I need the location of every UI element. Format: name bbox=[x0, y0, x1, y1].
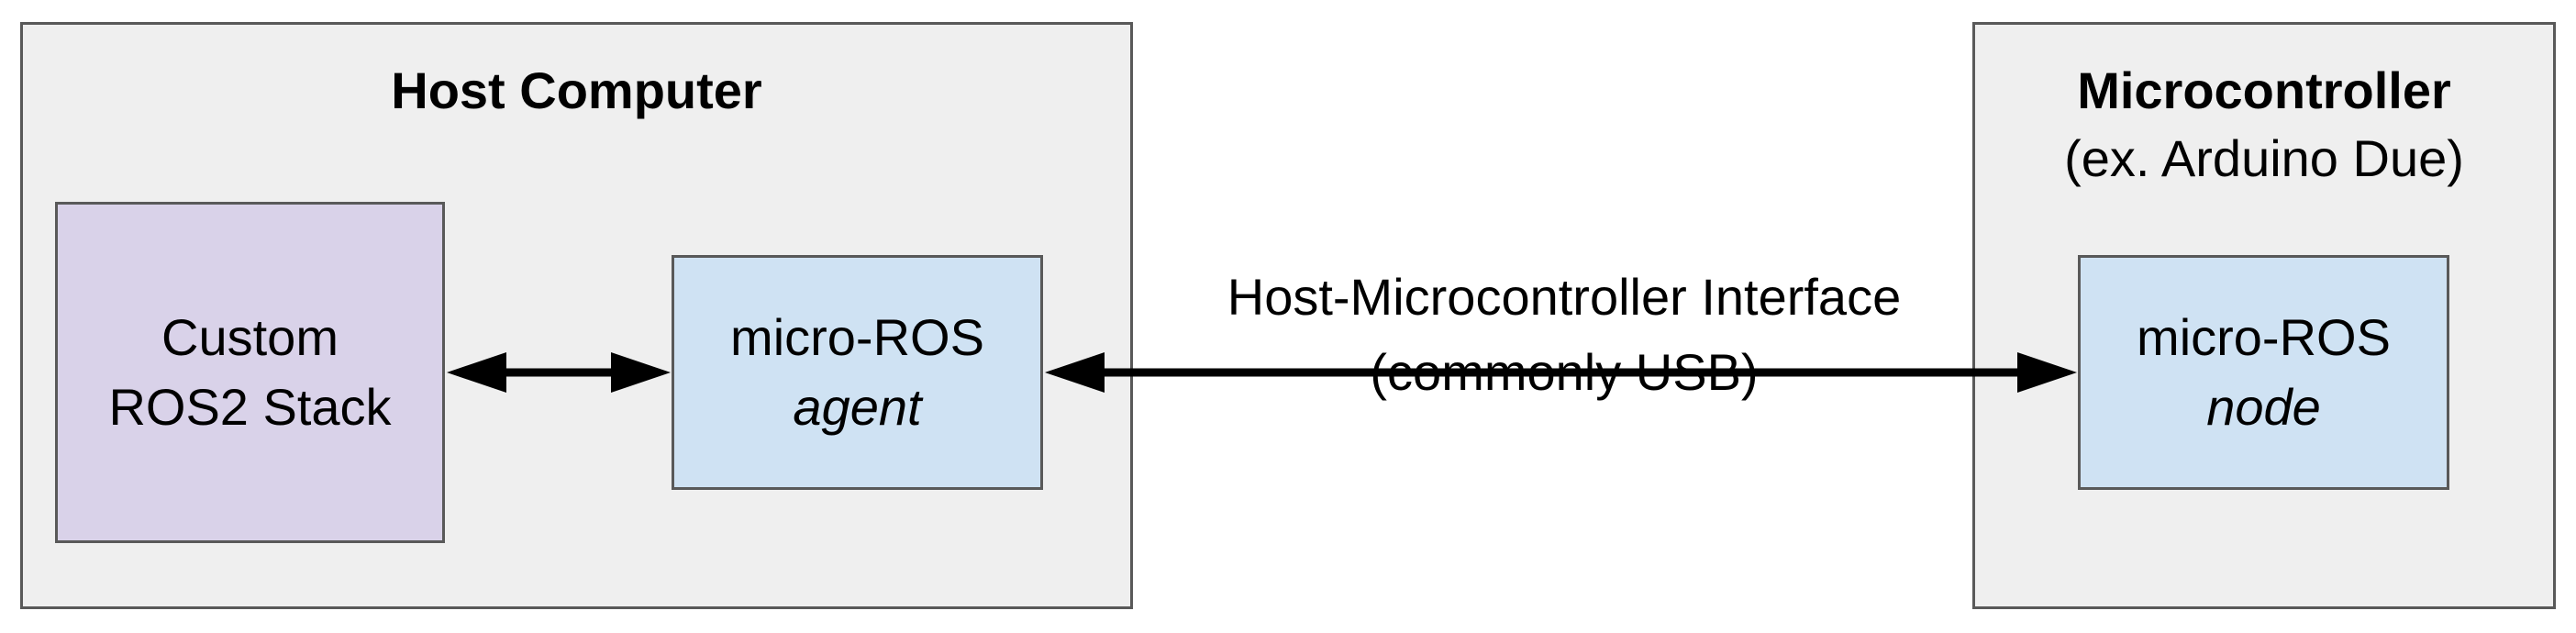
host-computer-title: Host Computer bbox=[391, 61, 762, 119]
interface-arrow bbox=[1045, 352, 2077, 393]
micro-ros-agent-box: micro-ROS agent bbox=[672, 255, 1043, 490]
microcontroller-title: Microcontroller bbox=[2077, 61, 2451, 119]
microcontroller-subtitle: (ex. Arduino Due) bbox=[2064, 129, 2464, 187]
interface-label-line1: Host-Microcontroller Interface bbox=[1227, 268, 1902, 326]
micro-ros-node-box: micro-ROS node bbox=[2078, 255, 2449, 490]
stack-agent-arrow bbox=[447, 352, 671, 393]
interface-label-line2: (commonly USB) bbox=[1370, 343, 1759, 401]
agent-label-line1: micro-ROS bbox=[730, 308, 984, 366]
stack-label-line2: ROS2 Stack bbox=[108, 378, 392, 436]
stack-label-line1: Custom bbox=[161, 308, 339, 366]
custom-ros2-stack-box: Custom ROS2 Stack bbox=[55, 202, 445, 543]
node-label-line2: node bbox=[2206, 378, 2321, 436]
interface-label: Host-Microcontroller Interface (commonly… bbox=[1092, 268, 2037, 439]
agent-label-line2: agent bbox=[793, 378, 922, 436]
node-label-line1: micro-ROS bbox=[2137, 308, 2391, 366]
